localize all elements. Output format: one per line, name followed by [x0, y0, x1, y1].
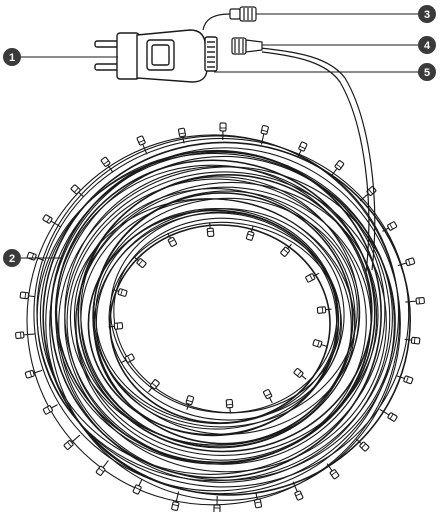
led-bulb — [213, 495, 221, 512]
connector-cable — [202, 13, 231, 31]
callout-5: 5 — [418, 63, 436, 81]
plug-adapter — [94, 29, 218, 83]
led-bulb — [42, 214, 61, 228]
led-bulb — [132, 479, 143, 495]
coil-wire-loop — [55, 155, 391, 483]
led-bulb — [70, 184, 85, 198]
coil-wire-loop — [39, 150, 386, 475]
callout-1: 1 — [3, 48, 21, 66]
led-bulb — [397, 257, 416, 267]
led-bulb — [355, 438, 370, 452]
adapter-window-inner — [151, 44, 170, 66]
led-bulb — [100, 156, 114, 173]
cable-connector — [202, 6, 257, 31]
led-bulb — [405, 296, 425, 305]
led-bulb — [24, 369, 43, 379]
led-bulb — [19, 291, 36, 300]
led-bulb — [120, 353, 135, 364]
coil-wire-loop — [87, 209, 340, 436]
coil-wire-loop — [108, 221, 342, 421]
adapter-cable-outlet — [204, 36, 218, 72]
led-bulb — [136, 135, 148, 155]
lead-cable-1 — [259, 47, 376, 271]
callout-4: 4 — [418, 36, 436, 54]
led-bulb — [185, 395, 195, 410]
led-bulb — [171, 491, 180, 512]
coil-wire-loop — [77, 174, 373, 453]
led-bulb — [262, 388, 273, 404]
led-bulb — [297, 141, 308, 157]
coil-wire-loop — [36, 137, 410, 488]
plug-base — [116, 32, 140, 80]
led-bulb — [112, 288, 128, 297]
led-bulb — [312, 339, 328, 348]
led-bulbs — [15, 122, 425, 512]
led-bulb — [395, 375, 414, 385]
led-bulb — [219, 122, 227, 141]
led-bulb — [379, 408, 398, 422]
led-bulb — [177, 127, 187, 144]
led-bulb — [148, 379, 160, 393]
led-bulb — [326, 463, 340, 480]
lead-cables — [259, 47, 376, 273]
coil-wire-loop — [64, 171, 387, 473]
callout-2: 2 — [3, 249, 21, 267]
coil-wire-loop — [75, 181, 379, 457]
svg-text:2: 2 — [9, 253, 15, 265]
led-bulb — [404, 336, 421, 345]
led-bulb — [167, 232, 178, 248]
led-bulb — [305, 272, 320, 283]
led-bulb — [206, 222, 215, 238]
led-bulb — [293, 367, 307, 380]
led-bulb — [331, 160, 345, 176]
coil-wire-loop — [113, 217, 342, 414]
led-bulb — [260, 124, 269, 145]
svg-text:3: 3 — [424, 9, 430, 21]
led-bulb — [280, 243, 292, 257]
led-bulb — [95, 460, 109, 476]
led-bulb — [108, 322, 124, 330]
led-bulb — [292, 481, 304, 501]
coil-wire-loop — [33, 135, 400, 492]
led-bulb — [42, 404, 58, 415]
svg-text:4: 4 — [424, 40, 431, 52]
led-bulb — [253, 492, 263, 509]
lead-cable-2 — [261, 51, 370, 273]
svg-text:1: 1 — [9, 52, 15, 64]
led-bulb — [15, 331, 35, 340]
led-bulb — [63, 434, 81, 450]
leader-lines — [21, 13, 418, 259]
led-bulb — [316, 306, 332, 314]
coil-wire-loop — [109, 224, 331, 424]
coil-wire-loop — [80, 176, 360, 449]
led-bulb — [245, 226, 255, 241]
light-string-coil — [26, 134, 411, 506]
coil-wire-loop — [92, 192, 354, 445]
coil-wire-loop — [26, 134, 401, 506]
led-bulb — [225, 398, 234, 414]
led-bulb — [133, 256, 147, 269]
coil-wire-loop — [73, 187, 356, 446]
end-cap — [231, 37, 263, 55]
coil-wire-loop — [75, 186, 372, 461]
led-bulb — [382, 221, 398, 232]
coil-wire-loop — [95, 208, 345, 430]
coil-wire-loop — [49, 147, 401, 501]
svg-text:5: 5 — [424, 67, 430, 79]
callout-3: 3 — [418, 5, 436, 23]
coil-wire-loop — [55, 159, 376, 464]
